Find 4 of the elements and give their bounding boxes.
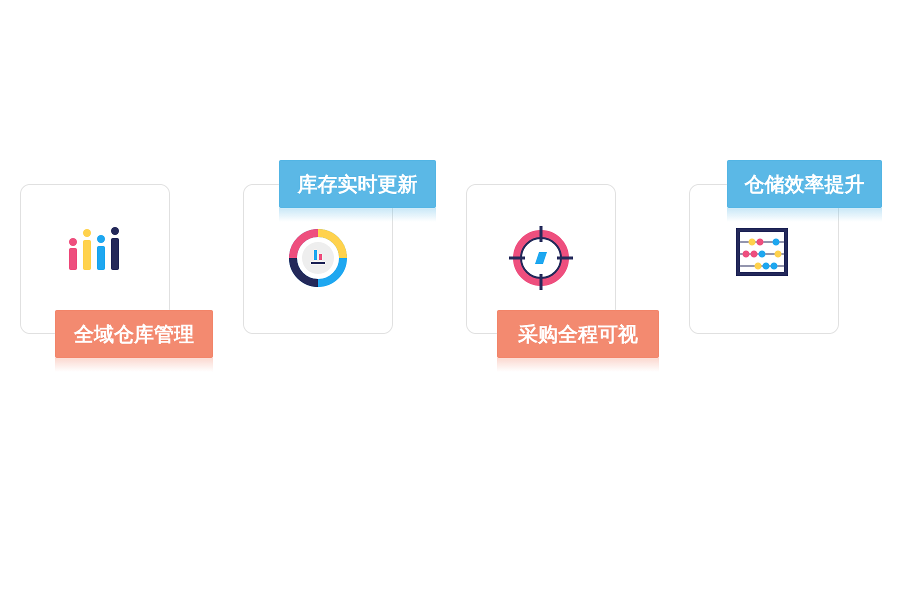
title-tag: 全域仓库管理 xyxy=(55,310,213,358)
title-tag: 仓储效率提升 xyxy=(727,160,882,208)
title-tag: 采购全程可视 xyxy=(497,310,659,358)
title-tag: 库存实时更新 xyxy=(279,160,436,208)
